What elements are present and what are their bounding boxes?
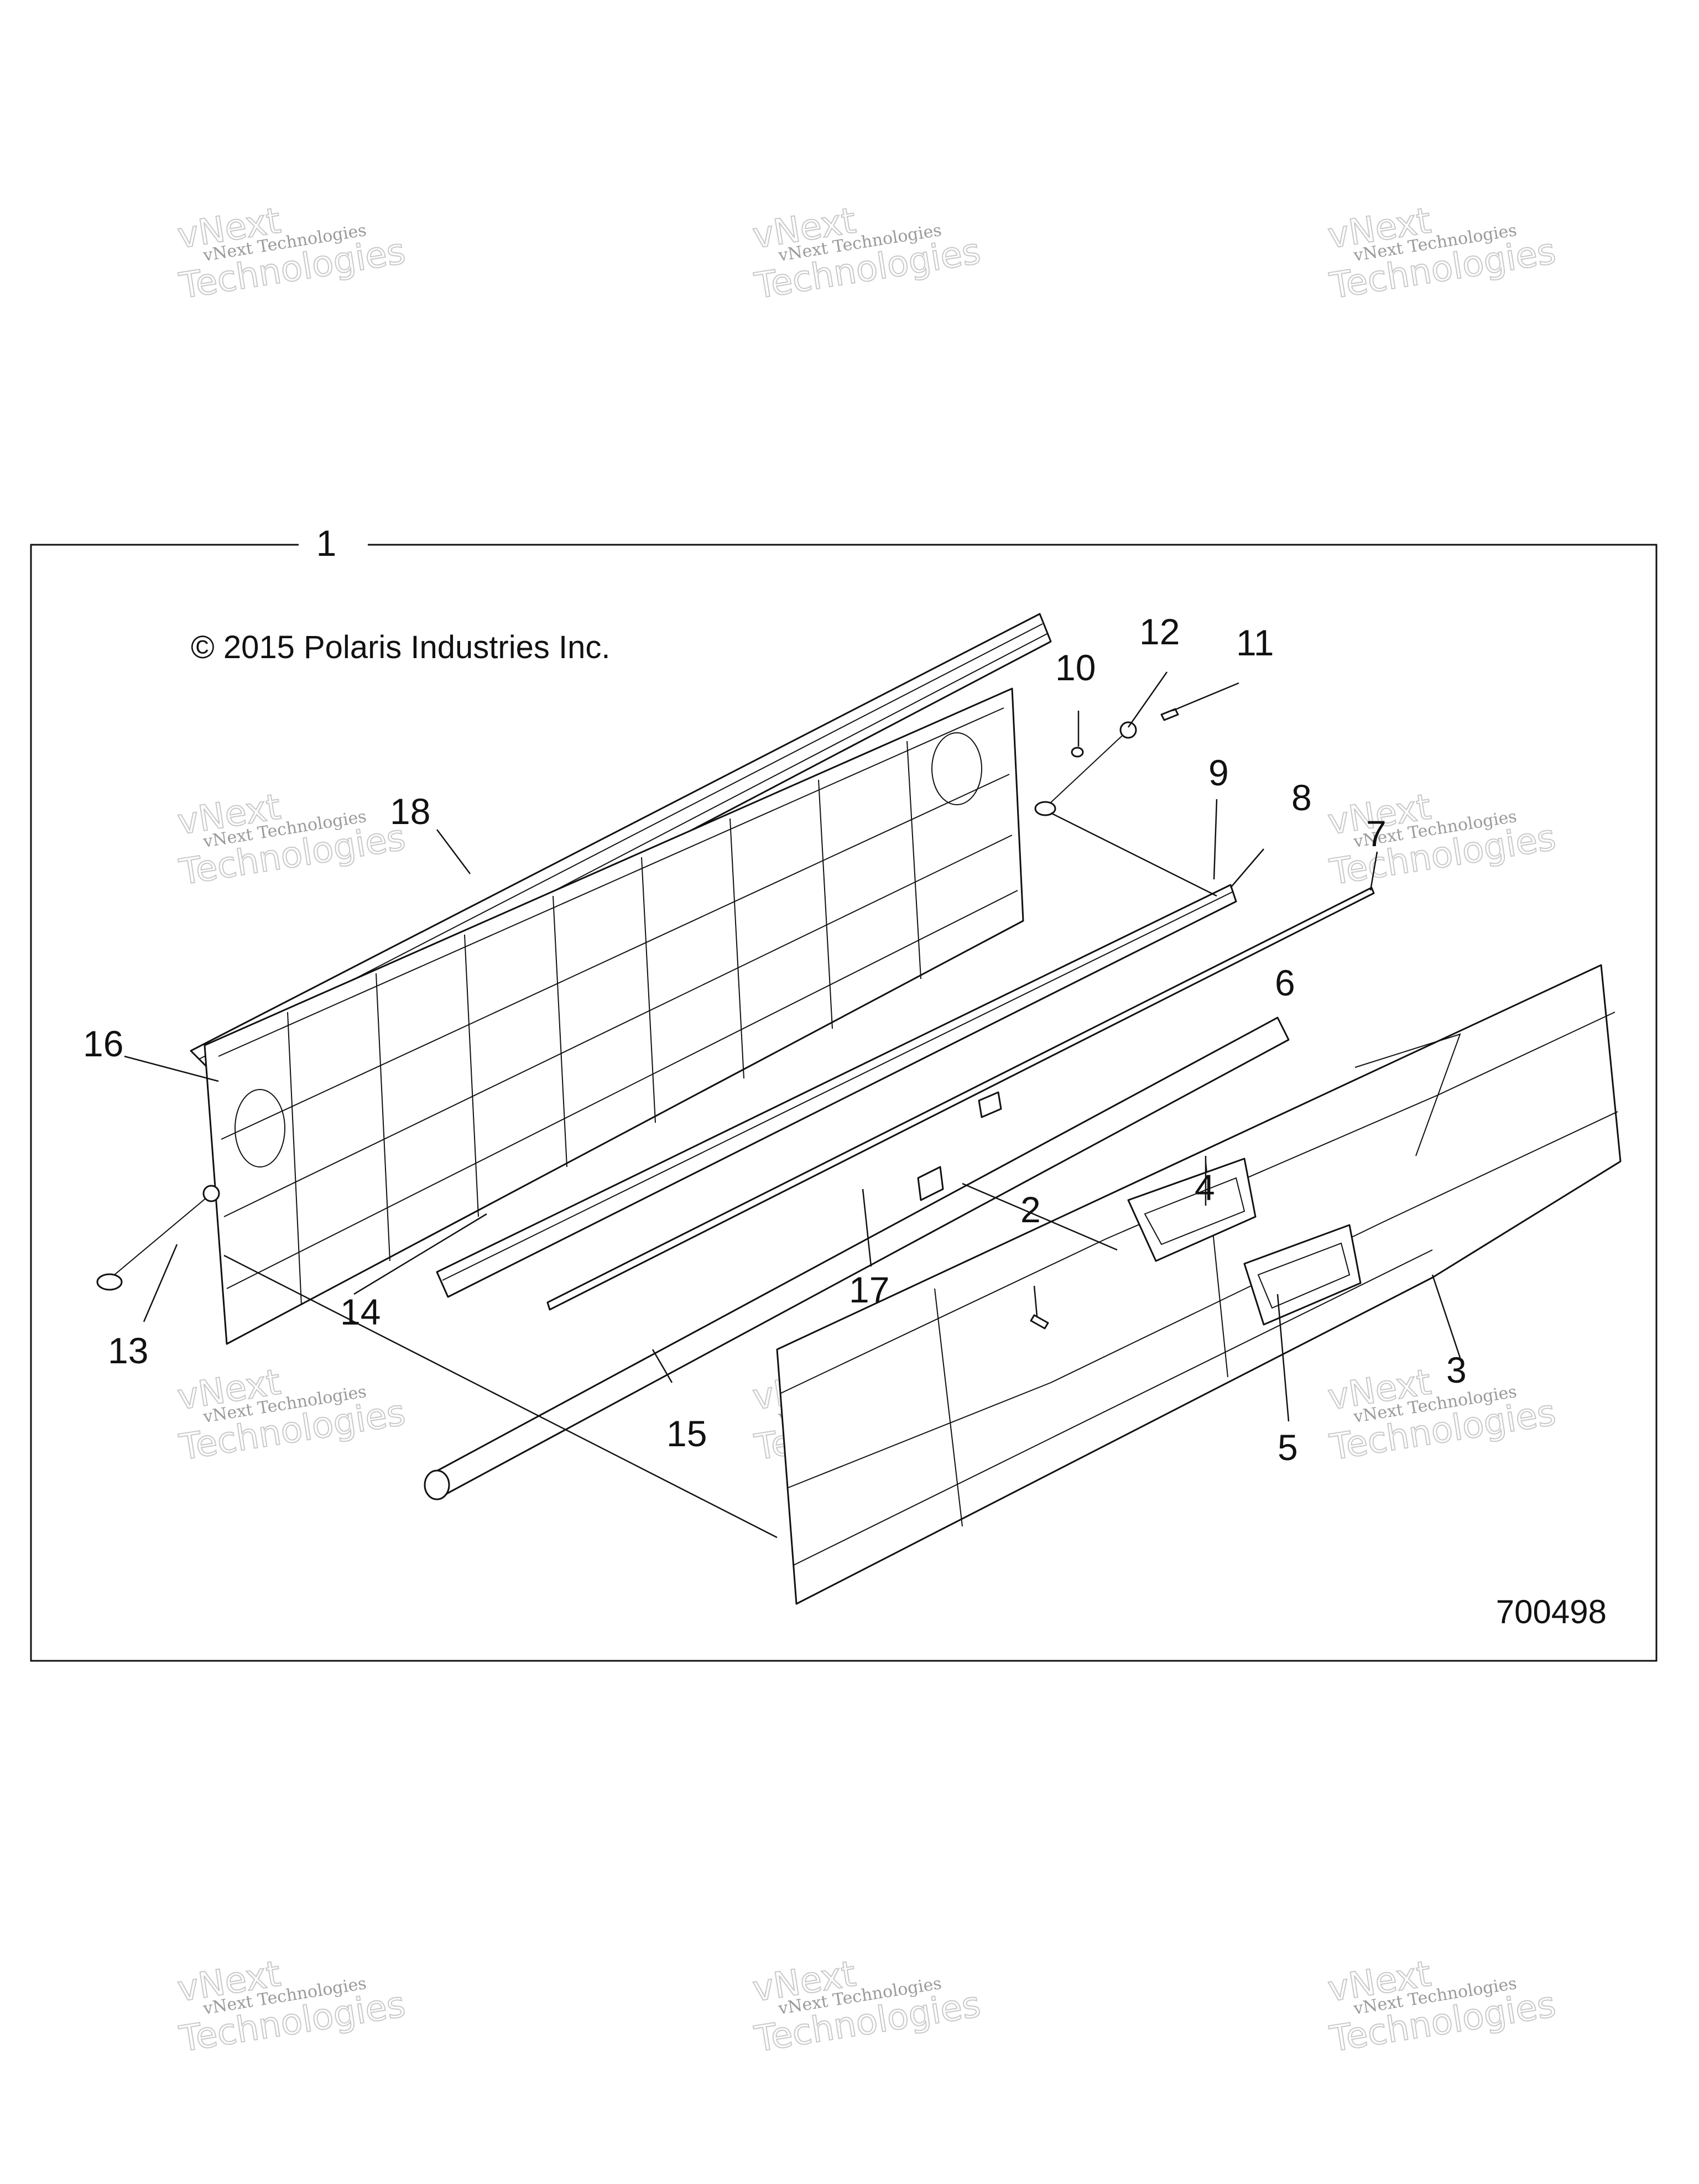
callout-14: 14 — [340, 1291, 381, 1332]
callout-5: 5 — [1278, 1427, 1298, 1468]
watermark: vNext vNext Technologies Technologies — [1325, 1361, 1559, 1469]
assembly-frame — [30, 544, 1658, 1662]
part-rod — [546, 887, 1375, 1311]
part-tailgate-inner-panel — [204, 687, 1024, 1345]
callout-18: 18 — [390, 791, 430, 832]
copyright-notice: © 2015 Polaris Industries Inc. — [191, 629, 610, 665]
callout-4: 4 — [1195, 1167, 1215, 1208]
callout-2: 2 — [1020, 1189, 1041, 1230]
callout-10: 10 — [1055, 647, 1096, 688]
watermark: vNext vNext Technologies Technologies — [174, 1953, 409, 2061]
callout-7: 7 — [1366, 813, 1387, 854]
callout-9: 9 — [1208, 752, 1229, 793]
callout-1: 1 — [316, 523, 337, 564]
leader-lines — [124, 671, 1461, 1539]
watermark: vNext vNext Technologies Technologies — [749, 200, 984, 307]
watermark: vNext vNext Technologies Technologies — [174, 786, 409, 894]
callout-16: 16 — [83, 1023, 123, 1064]
callout-17: 17 — [849, 1269, 889, 1310]
part-hinge-channel — [436, 884, 1237, 1298]
watermark: vNext vNext Technologies Technologies — [1325, 786, 1559, 894]
watermark: vNext vNext Technologies Technologies — [174, 1361, 409, 1469]
watermark: vNext vNext Technologies Technologies — [174, 200, 409, 307]
part-cable-13 — [96, 1185, 220, 1291]
part-tube — [424, 1017, 1290, 1500]
callout-numbers: 2 3 4 5 6 7 8 9 10 11 12 13 14 15 16 17 … — [83, 611, 1467, 1468]
part-handle-5 — [1243, 1224, 1362, 1326]
callout-6: 6 — [1275, 962, 1295, 1003]
watermark: vNext vNext Technologies Technologies — [1325, 200, 1559, 307]
watermark: vNext vNext Technologies Technologies — [749, 1953, 984, 2061]
part-cable-12 — [1034, 721, 1137, 816]
callout-11: 11 — [1236, 622, 1274, 663]
part-bracket-17 — [917, 1166, 944, 1201]
watermark: vNext vNext Technologies Technologies — [1325, 1953, 1559, 2061]
callout-3: 3 — [1446, 1349, 1467, 1390]
part-washer-10 — [1071, 747, 1084, 758]
part-bolt-2 — [1030, 1314, 1049, 1330]
part-bolt-11 — [1160, 708, 1179, 721]
part-bracket-9 — [978, 1091, 1002, 1118]
callout-8: 8 — [1291, 777, 1312, 818]
callout-13: 13 — [108, 1330, 148, 1371]
callout-15: 15 — [666, 1413, 707, 1454]
drawing-number: 700498 — [1496, 1593, 1607, 1630]
part-tailgate-outer-shell — [776, 964, 1622, 1605]
callout-12: 12 — [1139, 611, 1180, 652]
